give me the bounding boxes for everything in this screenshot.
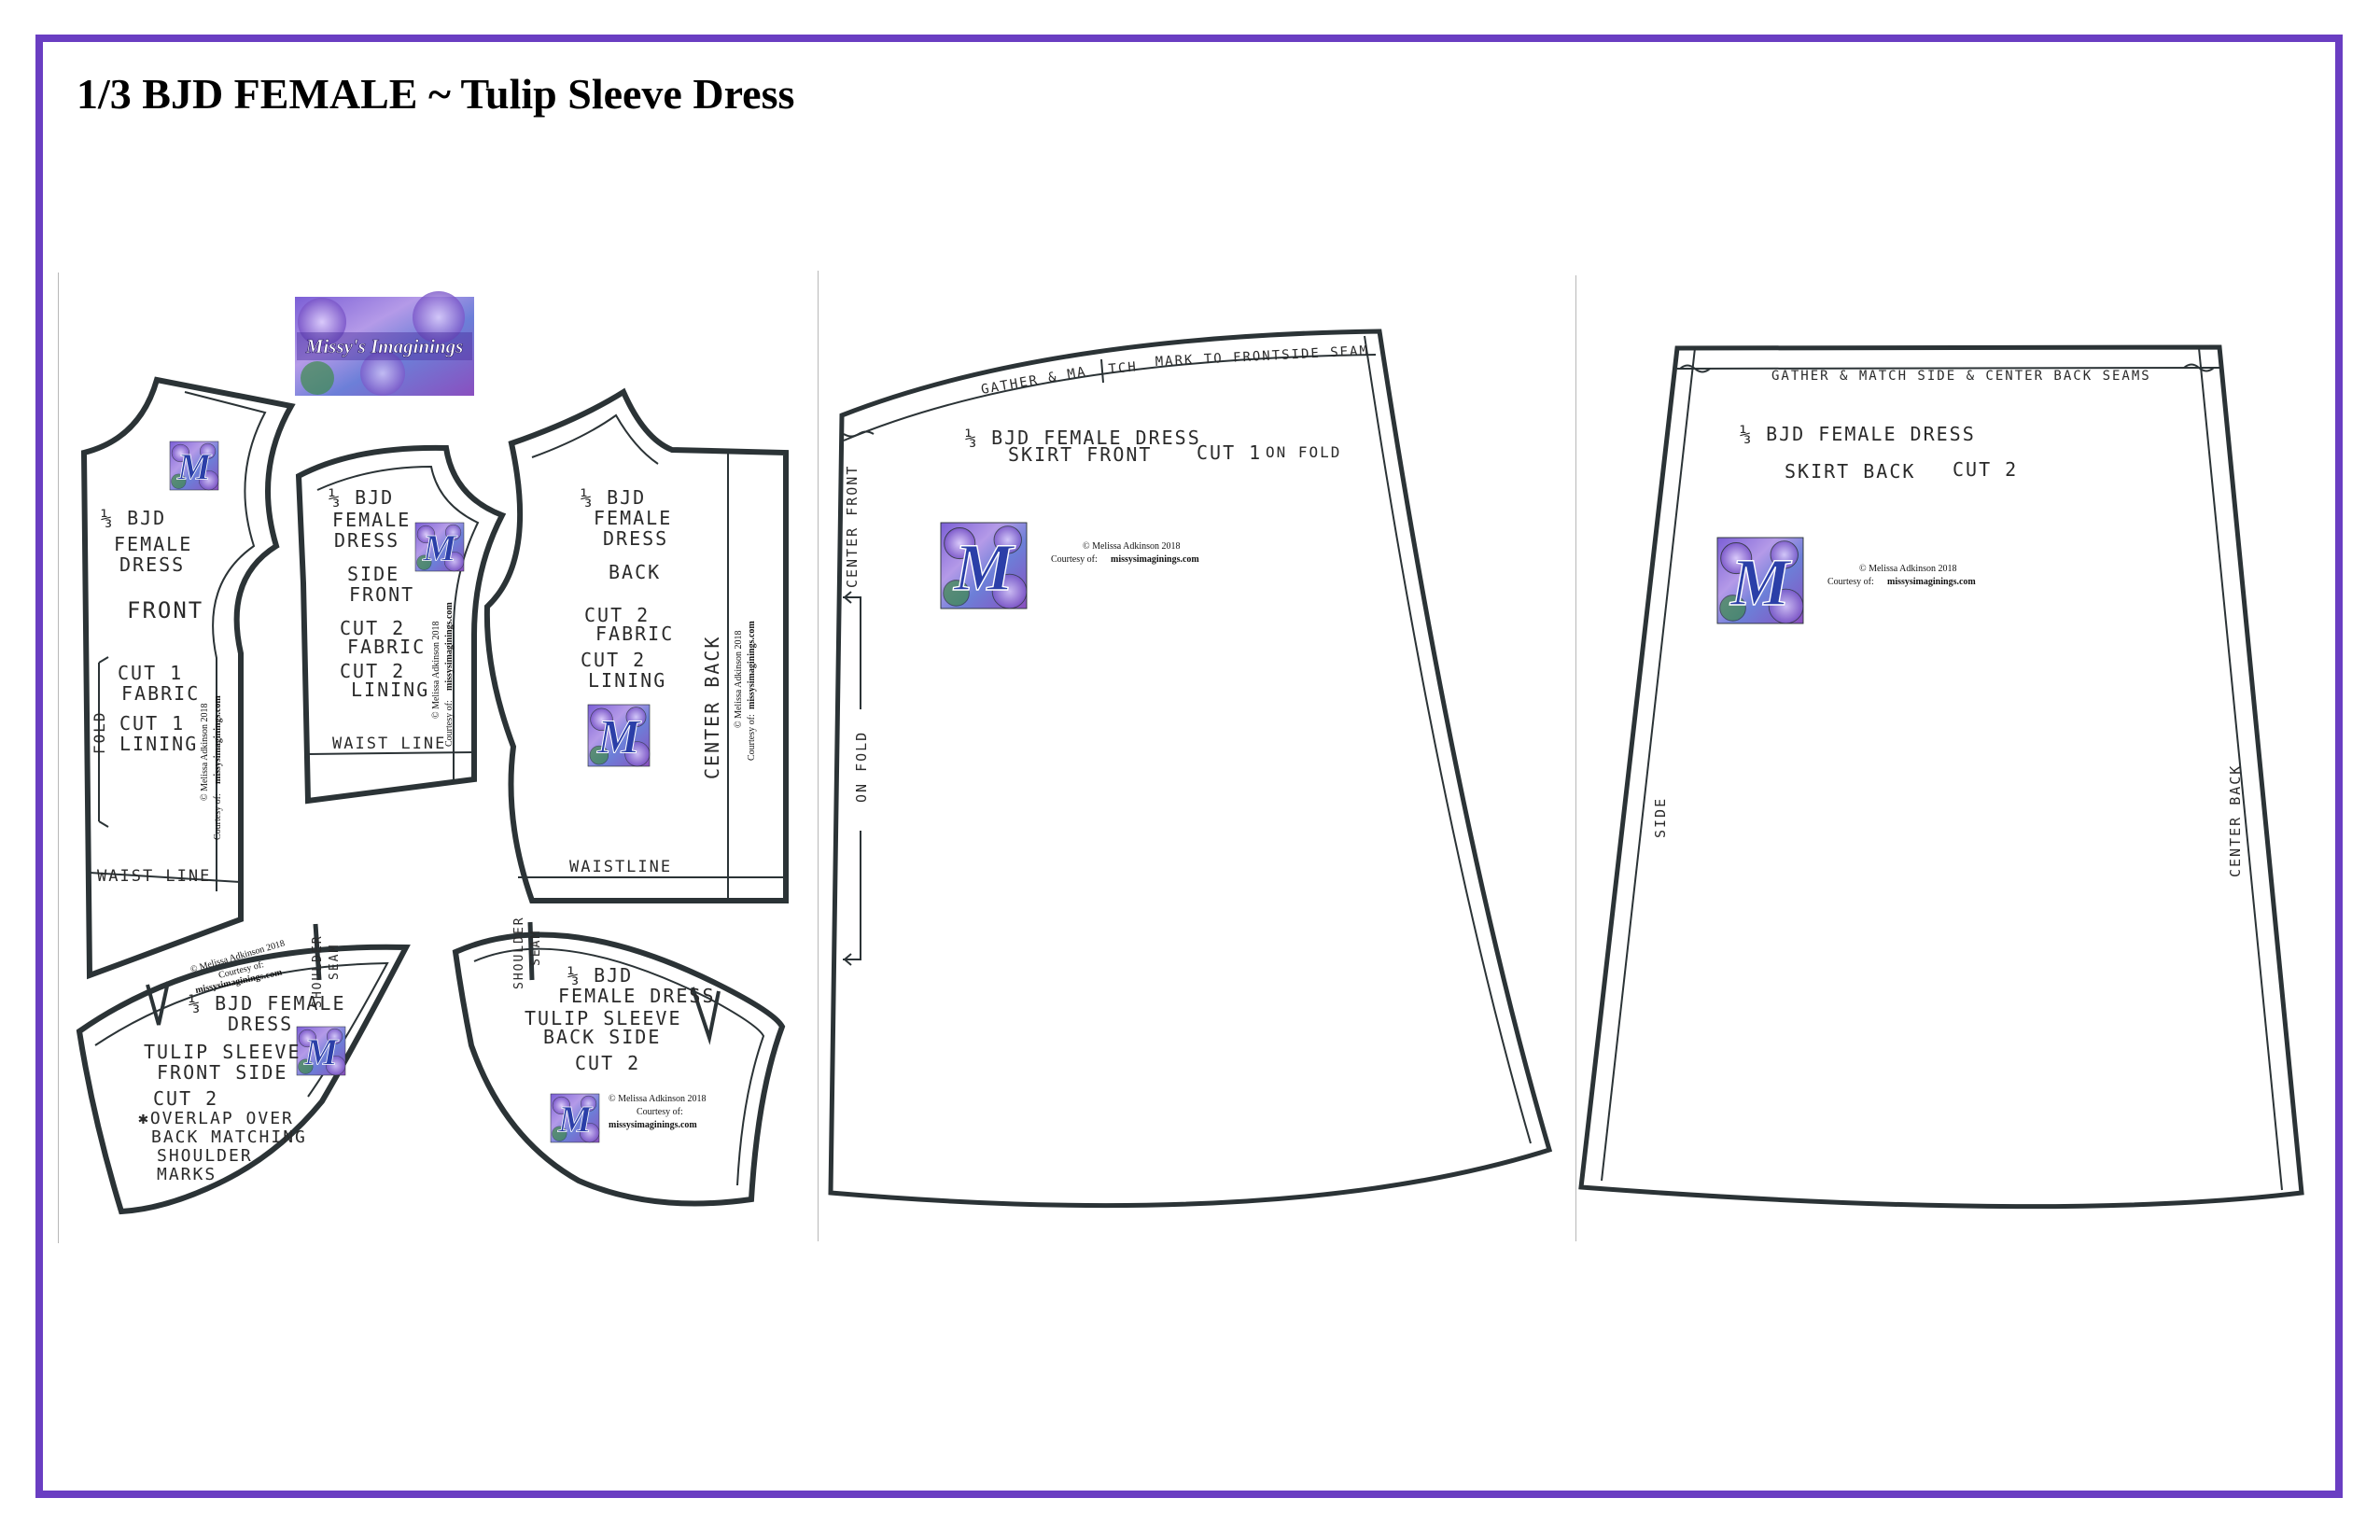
sleeve-back-name-1: TULIP SLEEVE: [525, 1007, 682, 1029]
front-label-2: FEMALE: [114, 533, 192, 555]
brand-logo-text: Missy's Imaginings: [305, 335, 464, 357]
skirt-front-center: CENTER FRONT: [844, 465, 861, 588]
sleeve-front-seam-1: SHOULDER: [311, 934, 325, 1008]
side-front-label-2: FEMALE: [332, 509, 411, 531]
front-cut-2: CUT 1: [119, 712, 185, 735]
skirt-back-credit: © Melissa Adkinson 2018: [1859, 564, 1957, 574]
side-front-cut-2: CUT 2: [340, 660, 405, 682]
skirt-front-cut: CUT 1: [1197, 441, 1262, 464]
front-credit: © Melissa Adkinson 2018: [200, 703, 210, 801]
skirt-back-side: SIDE: [1652, 797, 1669, 838]
back-credit: © Melissa Adkinson 2018: [734, 630, 744, 728]
skirt-front-fold-note: ON FOLD: [1266, 443, 1341, 461]
skirt-front-gather-3: MARK TO FRONTSIDE SEAM: [1155, 343, 1369, 370]
pattern-piece-sleeve-front: [76, 923, 411, 1215]
front-label-3: DRESS: [119, 553, 185, 576]
skirt-back-gather: GATHER & MATCH SIDE & CENTER BACK SEAMS: [1771, 369, 2151, 384]
skirt-back-cut: CUT 2: [1953, 458, 2018, 481]
sleeve-front-note-3: SHOULDER: [157, 1146, 253, 1166]
back-cut-2: CUT 2: [581, 649, 646, 671]
pattern-piece-side-front: [295, 444, 507, 805]
pattern-piece-back: [483, 387, 789, 903]
sleeve-back-label-1: ⅓ BJD: [567, 964, 633, 987]
sleeve-back-seam-2: SEAM: [529, 930, 543, 966]
back-label-1: ⅓ BJD: [581, 486, 646, 509]
page-border: [35, 35, 2343, 1498]
sheet-divider-middle: [818, 271, 819, 1241]
back-cut-1-fabric: FABRIC: [595, 623, 674, 645]
sleeve-back-credit-courtesy: Courtesy of:: [637, 1107, 683, 1117]
sleeve-front-seam-2: SEAM: [328, 944, 342, 980]
sleeve-front-name-2: FRONT SIDE: [157, 1061, 287, 1084]
sleeve-back-seam-1: SHOULDER: [512, 916, 526, 989]
back-label-3: DRESS: [603, 527, 668, 550]
back-credit-courtesy: Courtesy of:: [747, 714, 757, 761]
side-front-waist: WAIST LINE: [332, 735, 446, 753]
side-front-cut-2-lining: LINING: [351, 679, 429, 701]
skirt-back-credit-site: missysimaginings.com: [1887, 577, 1976, 587]
skirt-front-on-fold: ON FOLD: [853, 731, 870, 803]
front-cut-1: CUT 1: [118, 662, 183, 684]
skirt-front-credit-site: missysimaginings.com: [1111, 554, 1199, 565]
back-credit-site: missysimaginings.com: [747, 621, 757, 709]
front-cut-1-fabric: FABRIC: [121, 682, 200, 705]
side-front-credit-site: missysimaginings.com: [444, 602, 455, 691]
back-cut-2-lining: LINING: [588, 669, 666, 692]
sleeve-front-label-2: DRESS: [228, 1013, 293, 1035]
side-front-cut-1-fabric: FABRIC: [347, 636, 426, 658]
skirt-front-credit-courtesy: Courtesy of:: [1051, 554, 1098, 565]
side-front-credit: © Melissa Adkinson 2018: [431, 621, 441, 719]
sleeve-front-label-1: ⅓ BJD FEMALE: [189, 992, 346, 1015]
sleeve-front-name-1: TULIP SLEEVE: [144, 1041, 301, 1063]
skirt-back-credit-courtesy: Courtesy of:: [1827, 577, 1874, 587]
sleeve-back-label-2: FEMALE DRESS: [558, 985, 716, 1007]
page-title: 1/3 BJD FEMALE ~ Tulip Sleeve Dress: [77, 70, 795, 118]
side-front-name-1: SIDE: [347, 563, 399, 585]
pattern-piece-sleeve-back: [452, 921, 786, 1207]
front-cut-2-lining: LINING: [119, 733, 198, 755]
skirt-front-gather-2: TCH: [1108, 359, 1139, 377]
front-credit-courtesy: Courtesy of:: [213, 793, 223, 840]
sleeve-front-cut: CUT 2: [153, 1087, 218, 1110]
sleeve-front-note-4: MARKS: [157, 1165, 217, 1184]
sleeve-back-name-2: BACK SIDE: [543, 1026, 661, 1048]
back-cut-1: CUT 2: [584, 604, 650, 626]
sleeve-front-note-1: ✱OVERLAP OVER: [138, 1109, 294, 1128]
back-name: BACK: [609, 561, 661, 583]
sheet-divider-left: [58, 273, 59, 1243]
brand-logo: Missy's Imaginings: [295, 291, 474, 396]
back-label-2: FEMALE: [594, 507, 672, 529]
front-waist: WAIST LINE: [97, 867, 211, 886]
pattern-piece-front: [80, 376, 296, 980]
front-fold: FOLD: [91, 710, 108, 754]
sleeve-back-cut: CUT 2: [575, 1052, 640, 1074]
back-waist: WAISTLINE: [569, 858, 672, 876]
skirt-front-label: ⅓ BJD FEMALE DRESS: [965, 427, 1201, 449]
sheet-divider-right: [1575, 275, 1576, 1241]
front-name: FRONT: [127, 597, 203, 623]
front-credit-site: missysimaginings.com: [213, 695, 223, 784]
pattern-piece-skirt-front: [828, 329, 1553, 1209]
side-front-label-1: ⅓ BJD: [329, 486, 394, 509]
sleeve-front-note-2: BACK MATCHING: [151, 1127, 307, 1147]
side-front-cut-1: CUT 2: [340, 617, 405, 639]
side-front-label-3: DRESS: [334, 529, 399, 552]
side-front-credit-courtesy: Courtesy of:: [444, 700, 455, 747]
skirt-back-label: ⅓ BJD FEMALE DRESS: [1740, 423, 1976, 445]
sleeve-back-credit: © Melissa Adkinson 2018: [609, 1094, 707, 1104]
front-label-1: ⅓ BJD: [101, 507, 166, 529]
skirt-front-credit: © Melissa Adkinson 2018: [1083, 541, 1181, 552]
pattern-piece-skirt-back: [1578, 344, 2304, 1210]
side-front-name-2: FRONT: [349, 583, 414, 606]
back-center: CENTER BACK: [701, 636, 723, 779]
skirt-back-name: SKIRT BACK: [1785, 460, 1915, 483]
skirt-back-center: CENTER BACK: [2227, 764, 2244, 877]
skirt-front-name: SKIRT FRONT: [1008, 443, 1152, 466]
sleeve-back-credit-site: missysimaginings.com: [609, 1120, 697, 1130]
